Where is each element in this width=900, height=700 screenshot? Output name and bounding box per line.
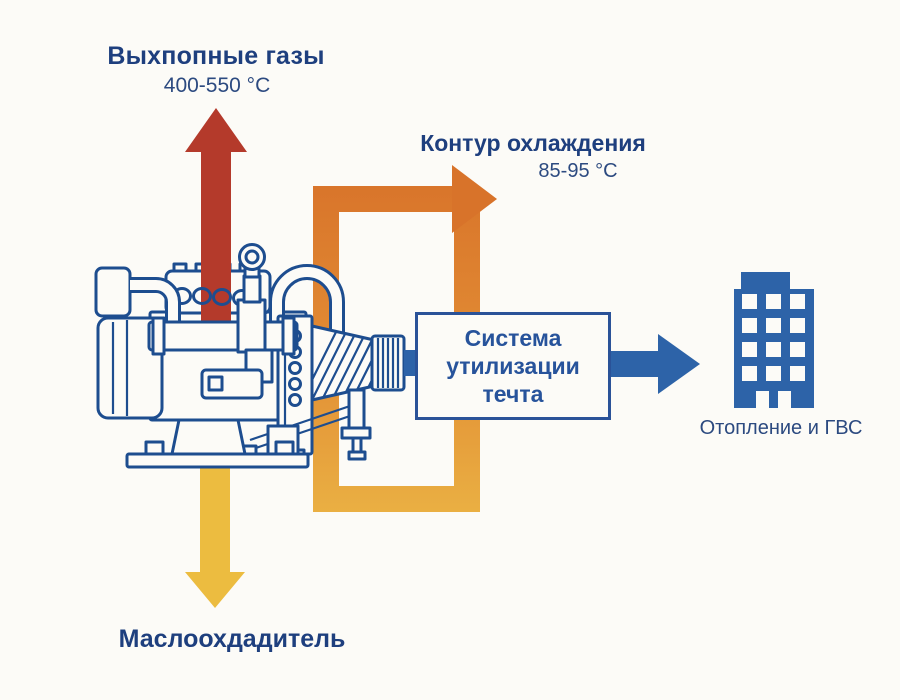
engine-front-layer xyxy=(94,243,418,469)
cooling-circuit-label: Контур охлаждения xyxy=(420,130,646,156)
building-label: Отопление и ГВС xyxy=(699,417,863,439)
building-windows xyxy=(742,294,805,381)
exhaust-arrow xyxy=(185,108,247,345)
exhaust-temp-label: 400-550 °C xyxy=(163,74,271,97)
building-doors xyxy=(756,391,791,408)
oil-cooler-label: Маслоохдадитель xyxy=(118,625,346,653)
cooling-loop-arrowhead xyxy=(452,165,497,233)
engine-illustration xyxy=(94,108,418,469)
cooling-temp-label: 85-95 °C xyxy=(538,160,618,182)
engine-base-plate xyxy=(125,452,310,469)
heat-box-line1: Система xyxy=(464,325,562,351)
heat-box-line3: течта xyxy=(482,381,544,407)
heat-box-line2: утилизации xyxy=(446,353,580,379)
engine-air-cleaner xyxy=(94,266,132,318)
oil-cooler-arrow xyxy=(185,467,245,608)
building-icon xyxy=(734,272,814,408)
heat-output-arrow xyxy=(608,334,700,394)
exhaust-gases-label: Выхпопные газы xyxy=(107,42,325,70)
heat-recovery-box: Система утилизации течта xyxy=(415,312,611,420)
shaft-connector xyxy=(404,350,418,376)
